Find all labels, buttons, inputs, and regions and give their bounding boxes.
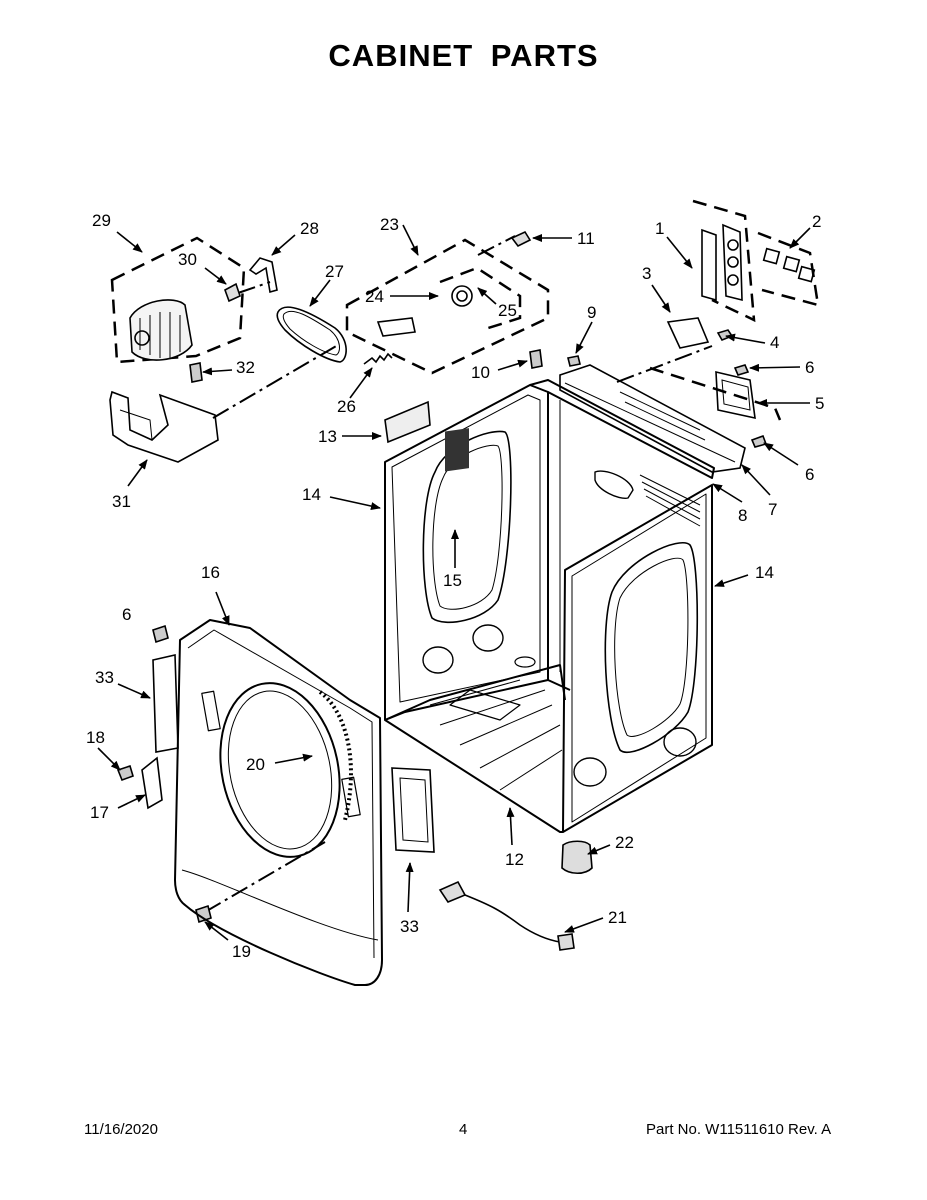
callout-31: 31 bbox=[112, 492, 131, 511]
cabinet-body bbox=[384, 379, 715, 833]
small-parts bbox=[109, 223, 816, 951]
callout-27: 27 bbox=[325, 262, 344, 281]
inner-pulley-group bbox=[439, 266, 522, 332]
callout-33-left: 33 bbox=[95, 668, 114, 687]
callout-4: 4 bbox=[770, 333, 779, 352]
callout-17: 17 bbox=[90, 803, 109, 822]
footer-page-number: 4 bbox=[459, 1121, 468, 1138]
footer-part-number: Part No. W11511610 Rev. A bbox=[646, 1121, 832, 1138]
callout-23: 23 bbox=[380, 215, 399, 234]
callout-33-right: 33 bbox=[400, 917, 419, 936]
callout-30: 30 bbox=[178, 250, 197, 269]
callout-6-right: 6 bbox=[805, 465, 814, 484]
top-bracket bbox=[559, 364, 746, 473]
assembly-groups bbox=[110, 199, 820, 421]
callout-29: 29 bbox=[92, 211, 111, 230]
callout-3: 3 bbox=[642, 264, 651, 283]
hinge-bracket-group bbox=[757, 231, 820, 307]
callout-18: 18 bbox=[86, 728, 105, 747]
callout-16: 16 bbox=[201, 563, 220, 582]
callout-14-right: 14 bbox=[755, 563, 774, 582]
callout-12: 12 bbox=[505, 850, 524, 869]
hinge-assembly-group bbox=[692, 199, 756, 323]
page-title: CABINET PARTS bbox=[328, 38, 599, 73]
footer-date: 11/16/2020 bbox=[84, 1121, 158, 1138]
callout-1: 1 bbox=[655, 219, 664, 238]
callout-labels: 1 2 3 4 5 6 6 6 7 8 9 10 11 12 13 14 14 … bbox=[86, 211, 824, 961]
callout-8: 8 bbox=[738, 506, 747, 525]
callout-13: 13 bbox=[318, 427, 337, 446]
callout-11: 11 bbox=[577, 229, 595, 248]
motor-assembly-group bbox=[110, 236, 246, 364]
callout-2: 2 bbox=[812, 212, 821, 231]
callout-28: 28 bbox=[300, 219, 319, 238]
callout-15: 15 bbox=[443, 571, 462, 590]
callout-32: 32 bbox=[236, 358, 255, 377]
callout-26: 26 bbox=[337, 397, 356, 416]
callout-5: 5 bbox=[815, 394, 824, 413]
pulley-assembly-group bbox=[345, 238, 550, 375]
callout-19: 19 bbox=[232, 942, 251, 961]
bracket-group bbox=[649, 366, 782, 421]
callout-22: 22 bbox=[615, 833, 634, 852]
callout-25: 25 bbox=[498, 301, 517, 320]
callout-9: 9 bbox=[587, 303, 596, 322]
callout-6-top: 6 bbox=[805, 358, 814, 377]
callout-24: 24 bbox=[365, 287, 384, 306]
leader-arrows bbox=[97, 224, 811, 941]
connection-lines bbox=[204, 235, 713, 913]
callout-6-left: 6 bbox=[122, 605, 131, 624]
callout-21: 21 bbox=[608, 908, 627, 927]
callout-10: 10 bbox=[471, 363, 490, 382]
callout-7: 7 bbox=[768, 500, 777, 519]
callout-20: 20 bbox=[246, 755, 265, 774]
front-panel bbox=[174, 619, 383, 986]
callout-14-left: 14 bbox=[302, 485, 321, 504]
